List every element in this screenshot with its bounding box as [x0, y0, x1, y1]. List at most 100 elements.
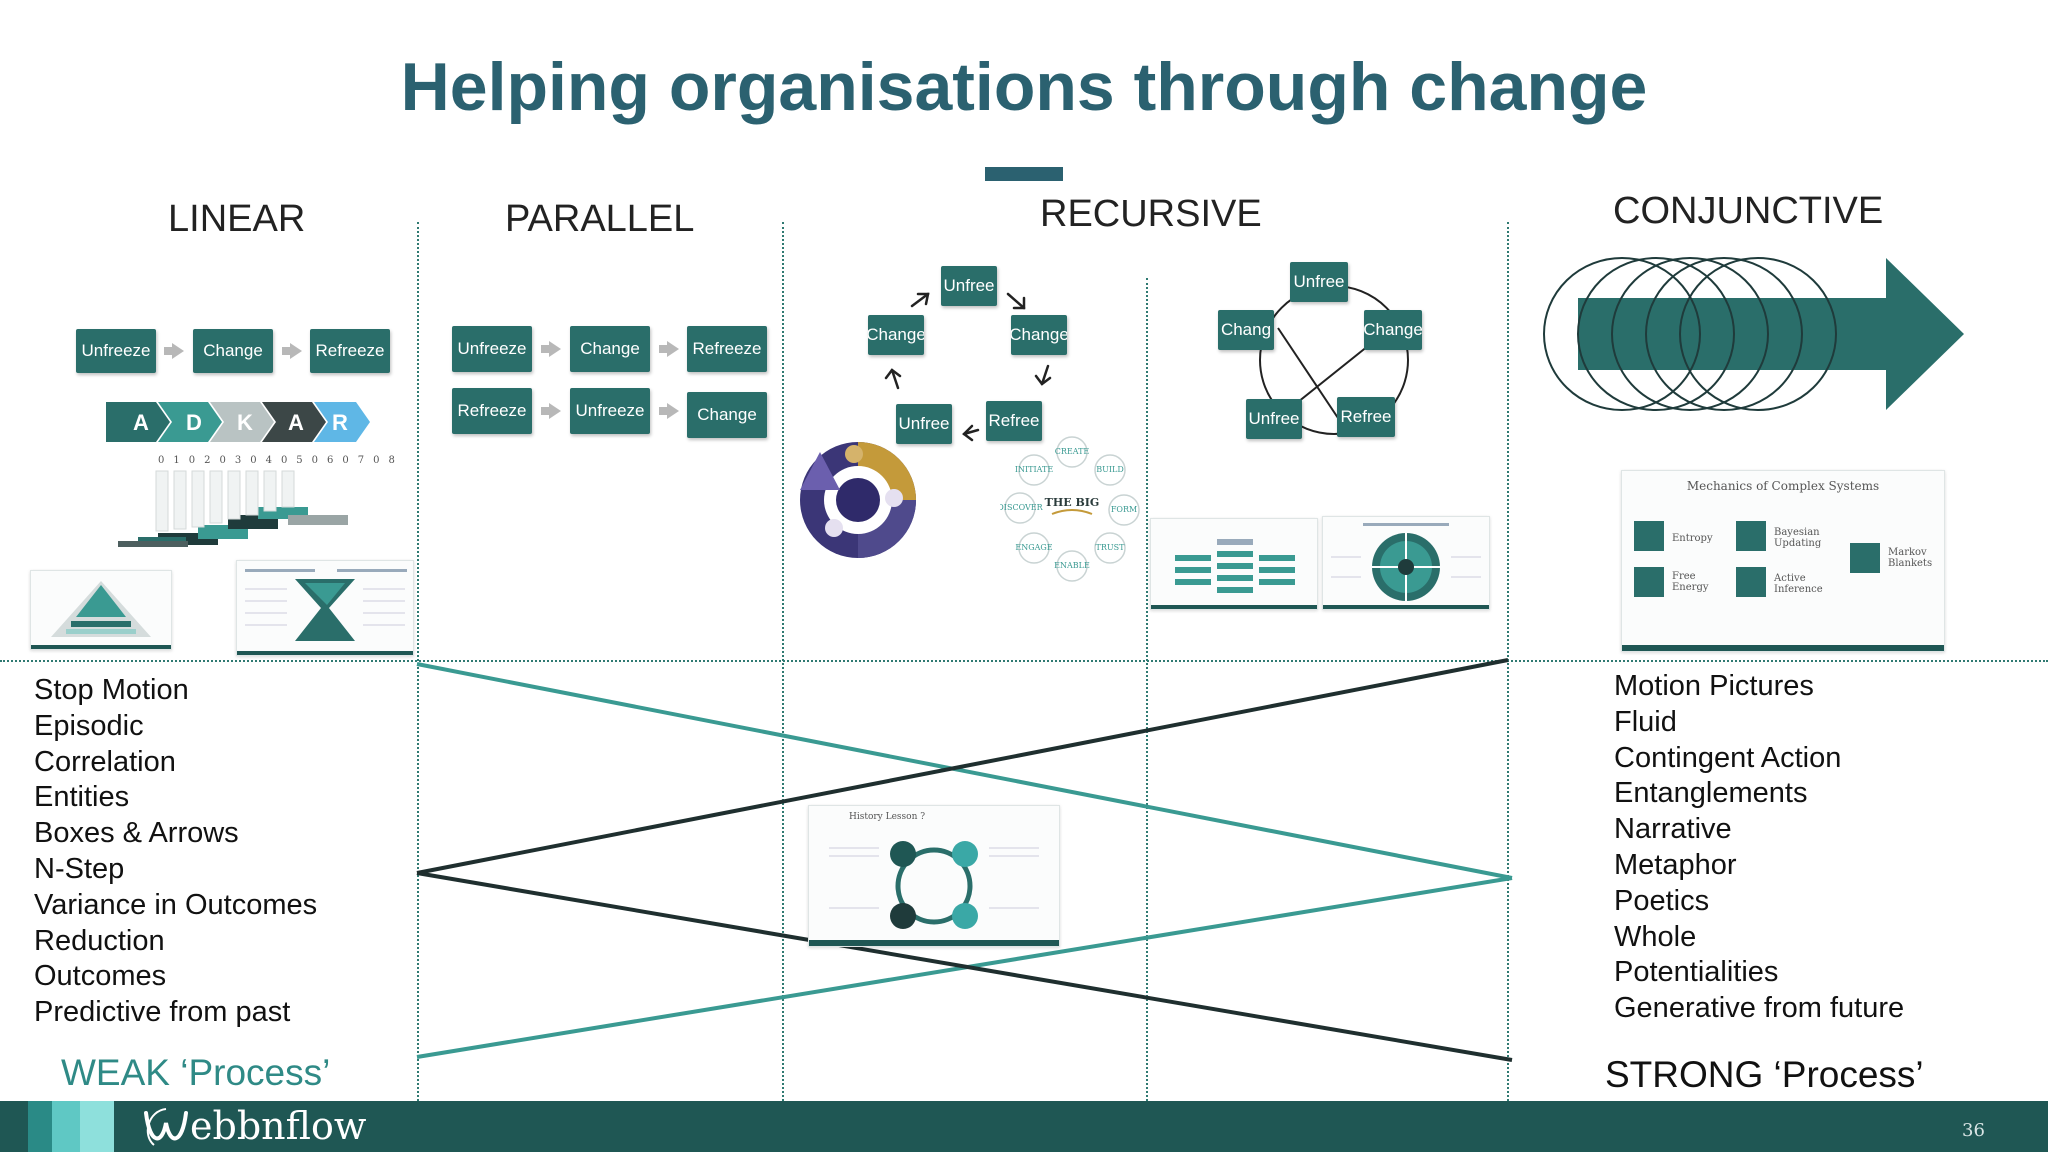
parallel-row1-unfreeze: Unfreeze: [452, 326, 532, 372]
parallel-row1-refreeze: Refreeze: [687, 326, 767, 372]
mechanics-item: Bayesian Updating: [1774, 527, 1822, 549]
arrow-icon: [541, 341, 561, 357]
ebbnflow-logo-icon: [144, 1108, 188, 1146]
list-item: Whole: [1614, 920, 1697, 953]
weak-process-label: WEAK ‘Process’: [61, 1052, 331, 1093]
adkar-letter: K: [237, 410, 253, 435]
cycle-change-2: Change: [868, 315, 924, 355]
horizontal-divider: [0, 660, 2048, 662]
title-underline: [985, 167, 1063, 181]
svg-text:FORM: FORM: [1111, 505, 1137, 514]
footer-bar: ebbnflow 36: [0, 1101, 2048, 1152]
pyramid-thumbnail: [30, 570, 172, 650]
list-item: Generative from future: [1614, 992, 1905, 1025]
cycle-unfreeze: Unfree: [941, 266, 997, 306]
cycle-refreeze: Refree: [986, 401, 1042, 441]
svg-text:DISCOVER: DISCOVER: [1000, 503, 1044, 512]
heading-linear: LINEAR: [168, 198, 306, 240]
arrow-icon: [164, 343, 184, 359]
active-inference-icon: [1736, 567, 1766, 597]
history-lesson-thumbnail: History Lesson ?: [808, 805, 1060, 947]
footer-stripe: [80, 1101, 114, 1152]
list-item: Fluid: [1614, 705, 1677, 738]
cycle-arrows: [884, 292, 1052, 442]
pentagon-refreeze: Refree: [1337, 397, 1395, 437]
adkar-letter: R: [332, 410, 348, 435]
linear-step-refreeze: Refreeze: [310, 329, 390, 373]
adkar-letter: A: [133, 410, 149, 435]
arrow-icon: [541, 403, 561, 419]
list-item: Predictive from past: [34, 996, 291, 1029]
mechanics-item: Active Inference: [1774, 573, 1823, 595]
entropy-icon: [1634, 521, 1664, 551]
crossing-lines: [416, 658, 1513, 1062]
circular-methodology-thumbnail: [800, 442, 916, 558]
quadrant-model-thumbnail: [1322, 516, 1490, 610]
list-item: Potentialities: [1614, 956, 1779, 989]
pentagon-unfreeze: Unfree: [1290, 262, 1348, 302]
history-title: History Lesson ?: [849, 812, 926, 822]
list-item: Correlation: [34, 745, 176, 778]
arrow-icon: [659, 403, 679, 419]
mechanics-item: Entropy: [1672, 533, 1713, 544]
parallel-row2-refreeze: Refreeze: [452, 388, 532, 434]
footer-stripe: [52, 1101, 80, 1152]
markov-icon: [1850, 543, 1880, 573]
divider-3: [1146, 278, 1148, 1101]
arrow-icon: [659, 341, 679, 357]
hourglass-thumbnail: [236, 560, 414, 656]
svg-text:CREATE: CREATE: [1055, 447, 1090, 456]
conjunctive-arrow: [1543, 257, 1964, 411]
parallel-row1-change: Change: [570, 326, 650, 372]
page-number: 36: [1962, 1120, 1985, 1141]
adkar-chevrons: A D K A R: [106, 402, 370, 442]
list-item: Stop Motion: [34, 674, 189, 706]
pentagon-change: Change: [1364, 310, 1422, 350]
adkar-letter: A: [288, 410, 304, 435]
parallel-row2-change: Change: [687, 392, 767, 438]
list-item: Metaphor: [1614, 848, 1737, 881]
svg-text:INITIATE: INITIATE: [1015, 465, 1053, 474]
stair-numbers: 0102030405060708: [158, 455, 404, 466]
svg-text:ENGAGE: ENGAGE: [1015, 543, 1052, 552]
strong-process-list: Motion Pictures Fluid Contingent Action …: [1614, 669, 1904, 1027]
mechanics-item: Free Energy: [1672, 571, 1709, 593]
process-map-thumbnail: [1150, 518, 1318, 610]
free-energy-icon: [1634, 567, 1664, 597]
mechanics-thumbnail: Mechanics of Complex Systems Entropy Bay…: [1621, 470, 1945, 652]
list-item: Motion Pictures: [1614, 670, 1814, 702]
list-item: Narrative: [1614, 813, 1732, 846]
mechanics-title: Mechanics of Complex Systems: [1686, 479, 1880, 493]
list-item: Reduction: [34, 924, 165, 957]
adkar-letter: D: [186, 410, 202, 435]
heading-conjunctive: CONJUNCTIVE: [1613, 190, 1884, 232]
svg-text:ENABLE: ENABLE: [1054, 561, 1090, 570]
word-cloud-thumbnail: CREATE BUILD FORM TRUST ENABLE ENGAGE DI…: [1000, 436, 1140, 582]
list-item: Variance in Outcomes: [34, 888, 318, 921]
pentagon-unfreeze-2: Unfree: [1246, 399, 1302, 439]
list-item: Poetics: [1614, 884, 1710, 917]
heading-parallel: PARALLEL: [505, 198, 695, 240]
svg-text:BUILD: BUILD: [1096, 465, 1124, 474]
list-item: Boxes & Arrows: [34, 817, 239, 850]
list-item: Entanglements: [1614, 777, 1808, 810]
brand-name: ebbnflow: [190, 1104, 367, 1148]
linear-step-change: Change: [193, 329, 273, 373]
list-item: Outcomes: [34, 960, 167, 993]
list-item: Episodic: [34, 709, 144, 742]
cycle-unfreeze-2: Unfree: [896, 404, 952, 444]
linear-step-unfreeze: Unfreeze: [76, 329, 156, 373]
cycle-change: Change: [1011, 315, 1067, 355]
svg-text:THE BIG: THE BIG: [1045, 496, 1100, 509]
slide-title: Helping organisations through change: [400, 49, 1648, 125]
parallel-row2-unfreeze: Unfreeze: [570, 388, 650, 434]
strong-process-label: STRONG ‘Process’: [1605, 1054, 1924, 1095]
kotter-staircase-thumbnail: 0102030405060708: [78, 455, 395, 550]
list-item: N-Step: [34, 852, 125, 885]
list-item: Contingent Action: [1614, 741, 1842, 774]
heading-recursive: RECURSIVE: [1040, 193, 1262, 235]
arrow-icon: [282, 343, 302, 359]
bayesian-icon: [1736, 521, 1766, 551]
footer-stripe: [28, 1101, 52, 1152]
weak-process-list: Stop Motion Episodic Correlation Entitie…: [34, 673, 317, 1031]
